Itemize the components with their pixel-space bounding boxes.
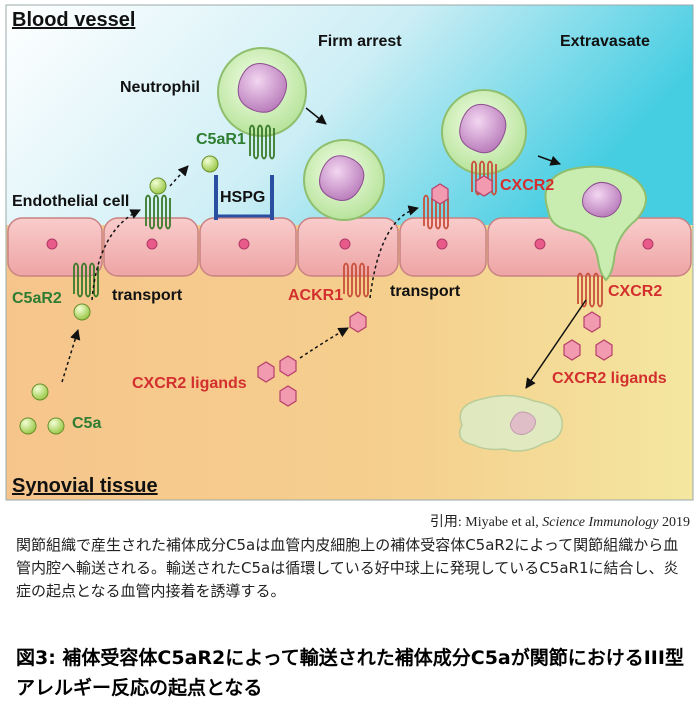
neutrophil-cell (544, 165, 647, 282)
endothelial-layer (7, 217, 692, 277)
neutrophil-cell (441, 89, 527, 175)
neutrophil-label: Neutrophil (120, 79, 200, 96)
hspg-structure (214, 175, 274, 220)
neutrophil-cell (217, 47, 307, 137)
figure-title: 図3: 補体受容体C5aR2によって輸送された補体成分C5aが関節におけるIII… (16, 647, 684, 699)
hspg-label: HSPG (220, 189, 265, 206)
cxcr2-label-top: CXCR2 (500, 177, 554, 194)
citation-prefix: 引用: Miyabe et al, (429, 515, 543, 530)
figure-diagram: Blood vessel Synovial tissue Firm arrest… (5, 4, 694, 501)
nucleus (46, 238, 58, 250)
figure-caption: 関節組織で産生された補体成分C5aは血管内皮細胞上の補体受容体C5aR2によって… (16, 536, 679, 600)
endothelial-cell-label: Endothelial cell (12, 193, 129, 210)
nucleus (339, 238, 351, 250)
firm-arrest-label: Firm arrest (318, 33, 402, 50)
ackr1-label: ACKR1 (288, 287, 343, 304)
transport-arrows (61, 107, 587, 389)
transport-label-right: transport (390, 283, 461, 300)
neutrophil-cell (459, 394, 563, 452)
nucleus (436, 238, 448, 250)
nucleus (642, 238, 654, 250)
nucleus (534, 238, 546, 250)
cxcr2-label-bottom: CXCR2 (608, 283, 662, 300)
citation: 引用: Miyabe et al, Science Immunology 201… (300, 511, 690, 531)
c5a-label: C5a (72, 415, 101, 432)
cxcr2-ligands-label-right: CXCR2 ligands (552, 370, 667, 387)
nucleus (238, 238, 250, 250)
transport-label-left: transport (112, 287, 183, 304)
extravasate-label: Extravasate (560, 33, 650, 50)
nucleus (146, 238, 158, 250)
synovial-tissue-label: Synovial tissue (12, 475, 158, 497)
neutrophil-cell (303, 139, 385, 221)
c5ar2-label: C5aR2 (12, 290, 62, 307)
c5ar1-label: C5aR1 (196, 131, 246, 148)
citation-journal: Science Immunology (542, 515, 659, 530)
cxcr2-ligands-label-left: CXCR2 ligands (132, 375, 247, 392)
citation-year: 2019 (658, 515, 690, 530)
blood-vessel-label: Blood vessel (12, 9, 135, 31)
